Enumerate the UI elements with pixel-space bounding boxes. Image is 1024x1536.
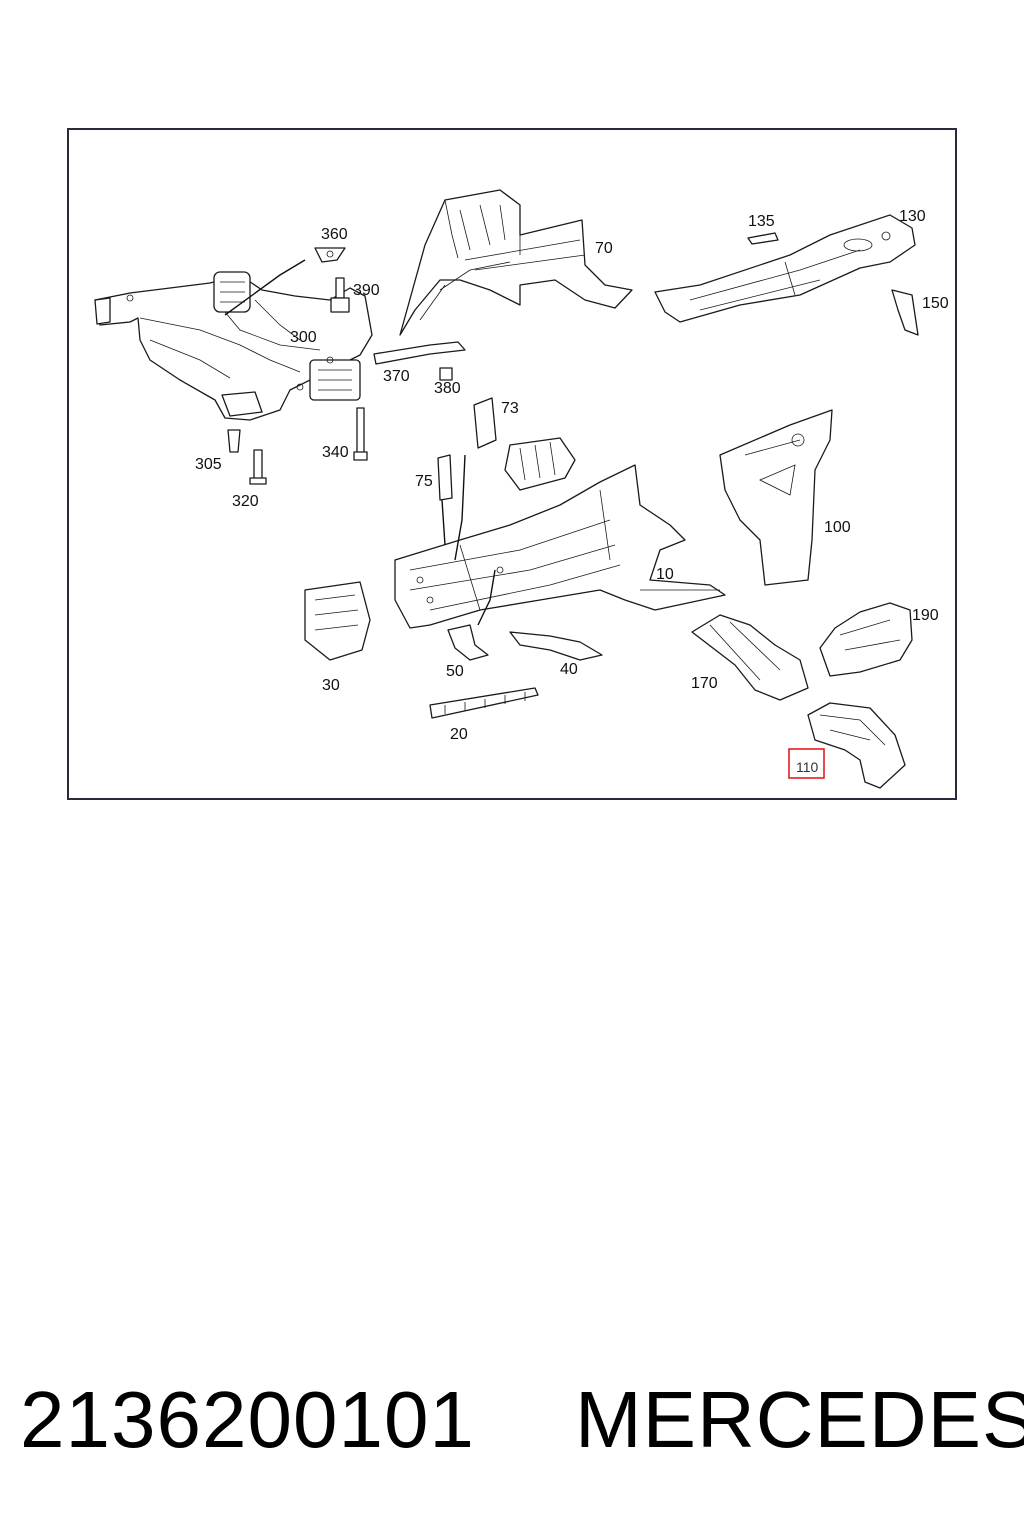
bolt-340 (353, 407, 368, 461)
callout-190: 190 (912, 607, 939, 624)
callout-75: 75 (415, 473, 433, 490)
callout-320: 320 (232, 493, 259, 510)
panel-100 (719, 409, 833, 586)
bracket-40 (509, 631, 603, 661)
callout-170: 170 (691, 675, 718, 692)
callout-340: 340 (322, 444, 349, 461)
callout-305: 305 (195, 456, 222, 473)
callout-135: 135 (748, 213, 775, 230)
callout-40: 40 (560, 661, 578, 678)
main-rail-assembly (394, 437, 726, 629)
subframe-part (94, 271, 373, 421)
callout-70: 70 (595, 240, 613, 257)
callout-30: 30 (322, 677, 340, 694)
footer-caption: 2136200101 MERCEDES (20, 1370, 1024, 1470)
bracket-150 (891, 289, 919, 336)
strip-20 (429, 687, 539, 719)
part-number: 2136200101 (20, 1375, 475, 1464)
bracket-110 (807, 702, 906, 789)
callout-20: 20 (450, 726, 468, 743)
callout-50: 50 (446, 663, 464, 680)
bracket-170 (691, 614, 809, 701)
plate-135 (747, 232, 779, 245)
wheelhouse-upper (399, 189, 633, 336)
bolt-320 (249, 449, 267, 485)
callout-370: 370 (383, 368, 410, 385)
callout-390: 390 (353, 282, 380, 299)
bracket-75 (437, 454, 453, 501)
callout-360: 360 (321, 226, 348, 243)
callout-100: 100 (824, 519, 851, 536)
callout-110-highlighted: 110 (796, 759, 819, 775)
clip-380 (439, 367, 453, 381)
bracket-73 (473, 397, 497, 449)
plate-30 (304, 581, 371, 661)
bolt-305 (227, 429, 241, 453)
callout-73: 73 (501, 400, 519, 417)
callout-150: 150 (922, 295, 949, 312)
bracket-50 (447, 624, 489, 661)
brand-name: MERCEDES (575, 1375, 1024, 1464)
callout-130: 130 (899, 208, 926, 225)
callout-380: 380 (434, 380, 461, 397)
bracket-370 (373, 341, 466, 365)
bolt-390 (330, 277, 350, 313)
callout-300: 300 (290, 329, 317, 346)
callout-10: 10 (656, 566, 674, 583)
rail-130 (654, 214, 916, 323)
bracket-190 (819, 602, 913, 677)
bracket-360 (314, 247, 346, 263)
highlight-box (788, 748, 825, 779)
